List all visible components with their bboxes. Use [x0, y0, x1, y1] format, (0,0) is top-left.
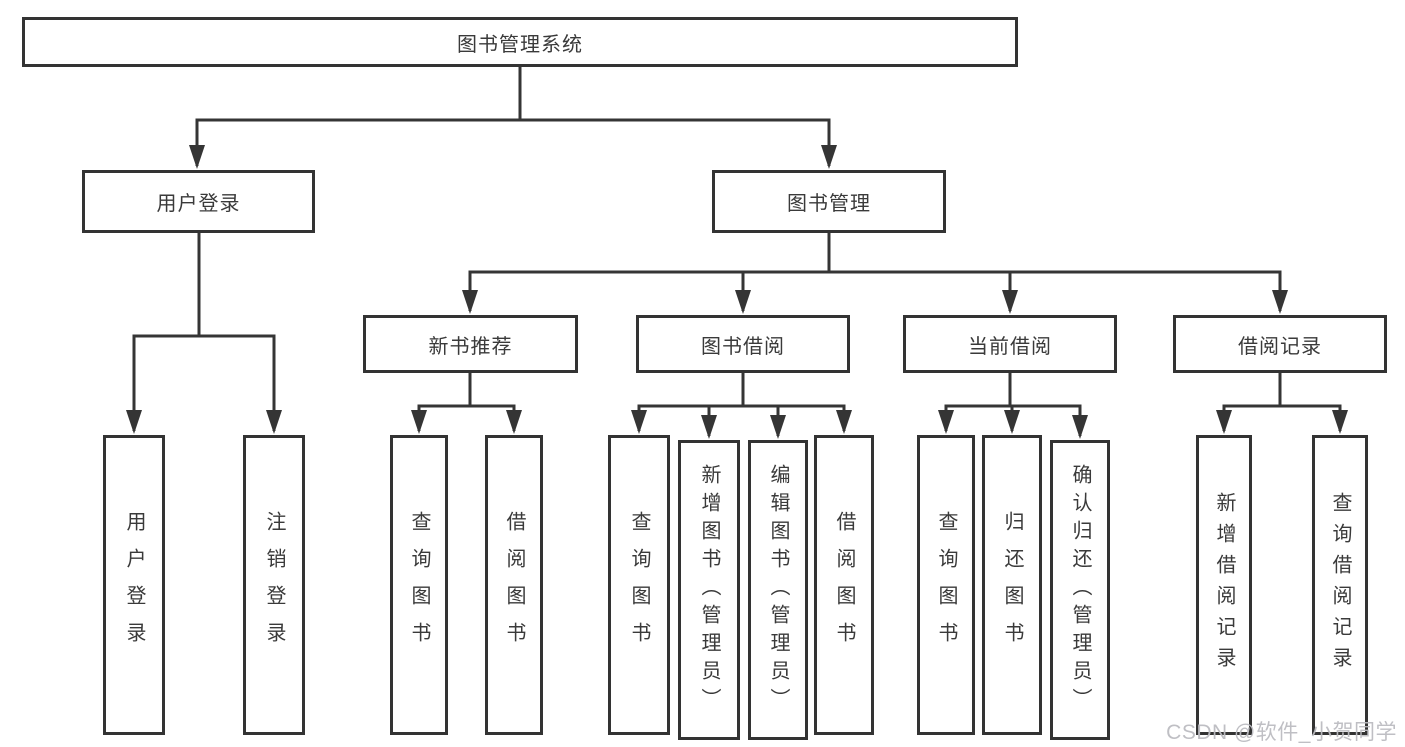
leaf-current-query-books-label: 查询图书: [935, 511, 957, 659]
leaf-borrow-add-books-admin: 新增图书（管理员）: [678, 440, 740, 740]
csdn-watermark: CSDN @软件_小贺同学: [1166, 721, 1397, 744]
node-new-book-recommend-label: 新书推荐: [428, 335, 513, 358]
leaf-newbook-query-books-label: 查询图书: [408, 511, 430, 659]
leaf-logout: 注销登录: [243, 435, 305, 735]
leaf-newbook-borrow-books-label: 借阅图书: [503, 511, 525, 659]
leaf-records-add-borrow-record-label: 新增借阅记录: [1213, 492, 1235, 678]
node-borrow-records: 借阅记录: [1173, 315, 1387, 373]
node-book-management: 图书管理: [712, 170, 946, 233]
node-current-borrow: 当前借阅: [903, 315, 1117, 373]
node-root: 图书管理系统: [22, 17, 1018, 67]
leaf-current-confirm-return-admin-label: 确认归还（管理员）: [1069, 464, 1091, 716]
node-borrow-records-label: 借阅记录: [1238, 335, 1322, 358]
leaf-borrow-edit-books-admin: 编辑图书（管理员）: [748, 440, 808, 740]
node-current-borrow-label: 当前借阅: [968, 335, 1052, 358]
leaf-current-confirm-return-admin: 确认归还（管理员）: [1050, 440, 1110, 740]
node-book-management-label: 图书管理: [787, 193, 871, 215]
leaf-borrow-add-books-admin-label: 新增图书（管理员）: [698, 464, 720, 716]
leaf-current-query-books: 查询图书: [917, 435, 975, 735]
leaf-newbook-borrow-books: 借阅图书: [485, 435, 543, 735]
leaf-newbook-query-books: 查询图书: [390, 435, 448, 735]
node-user-login-label: 用户登录: [156, 193, 241, 215]
leaf-logout-label: 注销登录: [263, 511, 285, 659]
leaf-records-query-borrow-record: 查询借阅记录: [1312, 435, 1368, 735]
leaf-records-add-borrow-record: 新增借阅记录: [1196, 435, 1252, 735]
node-book-borrow: 图书借阅: [636, 315, 850, 373]
node-user-login: 用户登录: [82, 170, 315, 233]
leaf-borrow-borrow-books-label: 借阅图书: [833, 511, 855, 659]
node-root-label: 图书管理系统: [457, 33, 583, 56]
leaf-user-login-label: 用户登录: [123, 511, 145, 659]
leaf-borrow-query-books: 查询图书: [608, 435, 670, 735]
leaf-current-return-books: 归还图书: [982, 435, 1042, 735]
leaf-records-query-borrow-record-label: 查询借阅记录: [1329, 492, 1351, 678]
leaf-borrow-query-books-label: 查询图书: [628, 511, 650, 659]
leaf-user-login: 用户登录: [103, 435, 165, 735]
node-book-borrow-label: 图书借阅: [701, 335, 785, 358]
node-new-book-recommend: 新书推荐: [363, 315, 578, 373]
leaf-borrow-edit-books-admin-label: 编辑图书（管理员）: [767, 464, 789, 716]
leaf-current-return-books-label: 归还图书: [1001, 511, 1023, 659]
leaf-borrow-borrow-books: 借阅图书: [814, 435, 874, 735]
